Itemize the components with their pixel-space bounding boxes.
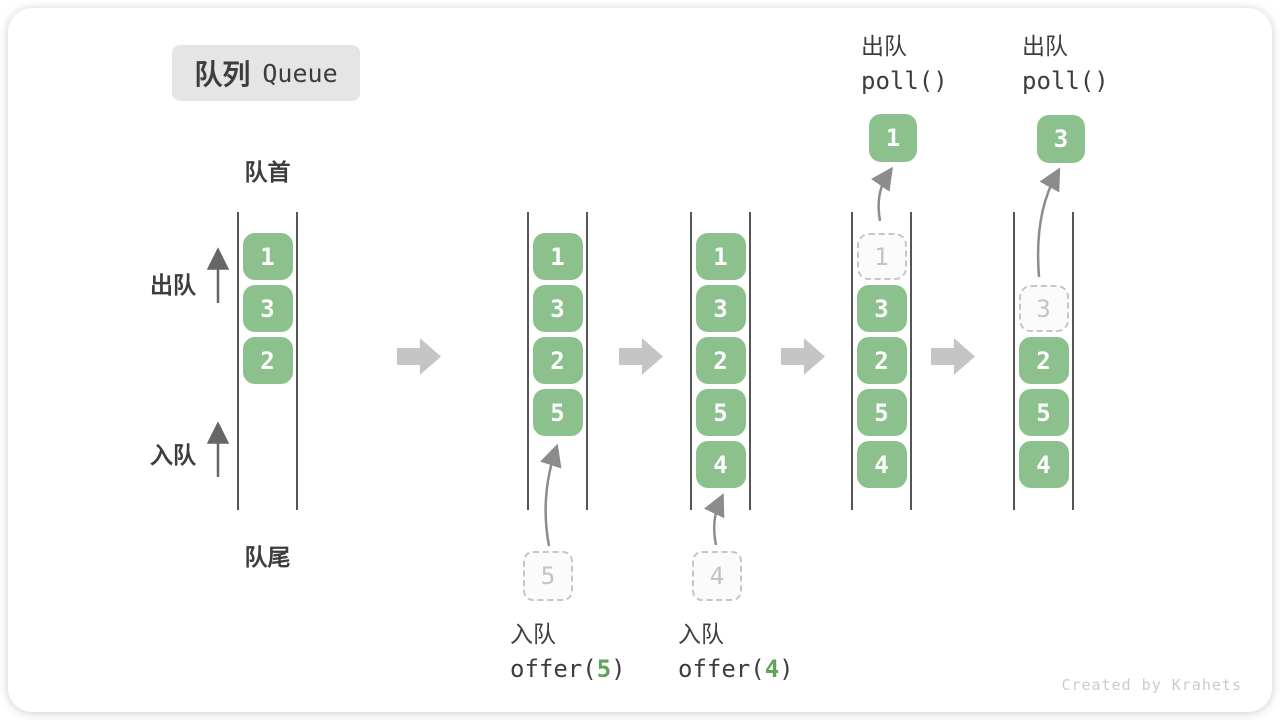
popped-element-box: 3 xyxy=(1037,115,1085,163)
queue-cell: 2 xyxy=(242,337,293,384)
queue-cell: 2 xyxy=(1018,337,1069,384)
code-fn: offer( xyxy=(510,655,597,683)
queue-wall xyxy=(296,212,298,510)
queue-cell: 4 xyxy=(695,441,746,488)
watermark: Created by Krahets xyxy=(1061,676,1242,694)
operation-caption-offer5: 入队 offer(5) xyxy=(510,616,626,686)
code-arg: 4 xyxy=(764,655,780,683)
queue-wall xyxy=(851,212,853,510)
queue-wall xyxy=(1013,212,1015,510)
queue-cell: 2 xyxy=(856,337,907,384)
operation-caption-code: poll() xyxy=(1022,67,1109,95)
code-close: ) xyxy=(611,655,626,683)
pending-enqueue-box: 4 xyxy=(692,551,742,601)
queue-cell: 3 xyxy=(242,285,293,332)
queue-cell: 3 xyxy=(532,285,583,332)
operation-caption-offer4: 入队 offer(4) xyxy=(678,616,794,686)
dequeue-side-label: 出队 xyxy=(150,272,196,298)
operation-caption-code: offer(4) xyxy=(678,652,794,686)
enqueue-side-label: 入队 xyxy=(150,442,196,468)
pending-enqueue-box: 5 xyxy=(523,551,573,601)
queue-cell: 1 xyxy=(242,233,293,280)
queue-state-3: 1 3 2 5 4 xyxy=(690,212,751,510)
queue-wall xyxy=(749,212,751,510)
queue-cell: 3 xyxy=(856,285,907,332)
code-close: ) xyxy=(779,655,794,683)
queue-cell: 5 xyxy=(1018,389,1069,436)
operation-caption-zh: 出队 xyxy=(1022,33,1068,59)
operation-caption-poll-1: 出队 poll() xyxy=(861,28,948,98)
queue-state-2: 1 3 2 5 xyxy=(527,212,588,510)
queue-wall xyxy=(527,212,529,510)
queue-front-label: 队首 xyxy=(244,159,291,185)
title-zh: 队列 xyxy=(194,59,251,90)
operation-caption-zh: 入队 xyxy=(510,621,556,647)
operation-caption-poll-2: 出队 poll() xyxy=(1022,28,1109,98)
queue-rear-label: 队尾 xyxy=(244,544,291,570)
queue-cell: 1 xyxy=(532,233,583,280)
operation-caption-code: offer(5) xyxy=(510,652,626,686)
operation-caption-zh: 入队 xyxy=(678,621,724,647)
popped-element-box: 1 xyxy=(869,114,917,162)
queue-cell: 1 xyxy=(695,233,746,280)
code-arg: 5 xyxy=(596,655,612,683)
queue-cell: 2 xyxy=(532,337,583,384)
queue-cell: 2 xyxy=(695,337,746,384)
operation-caption-code: poll() xyxy=(861,67,948,95)
queue-state-1: 1 3 2 xyxy=(237,212,298,510)
code-fn: offer( xyxy=(678,655,765,683)
title-en: Queue xyxy=(262,58,338,88)
queue-cell-ghost: 1 xyxy=(856,233,907,280)
queue-state-4: 1 3 2 5 4 xyxy=(851,212,912,510)
queue-cell: 3 xyxy=(695,285,746,332)
queue-cell: 4 xyxy=(856,441,907,488)
queue-cell: 5 xyxy=(856,389,907,436)
operation-caption-zh: 出队 xyxy=(861,33,907,59)
queue-wall xyxy=(690,212,692,510)
queue-cell-ghost: 3 xyxy=(1018,285,1069,332)
queue-cell: 5 xyxy=(532,389,583,436)
queue-wall xyxy=(910,212,912,510)
title-badge: 队列 Queue xyxy=(172,45,360,101)
queue-wall xyxy=(237,212,239,510)
queue-cell: 5 xyxy=(695,389,746,436)
queue-wall xyxy=(586,212,588,510)
queue-cell: 4 xyxy=(1018,441,1069,488)
queue-state-5: 3 2 5 4 xyxy=(1013,212,1074,510)
queue-wall xyxy=(1072,212,1074,510)
